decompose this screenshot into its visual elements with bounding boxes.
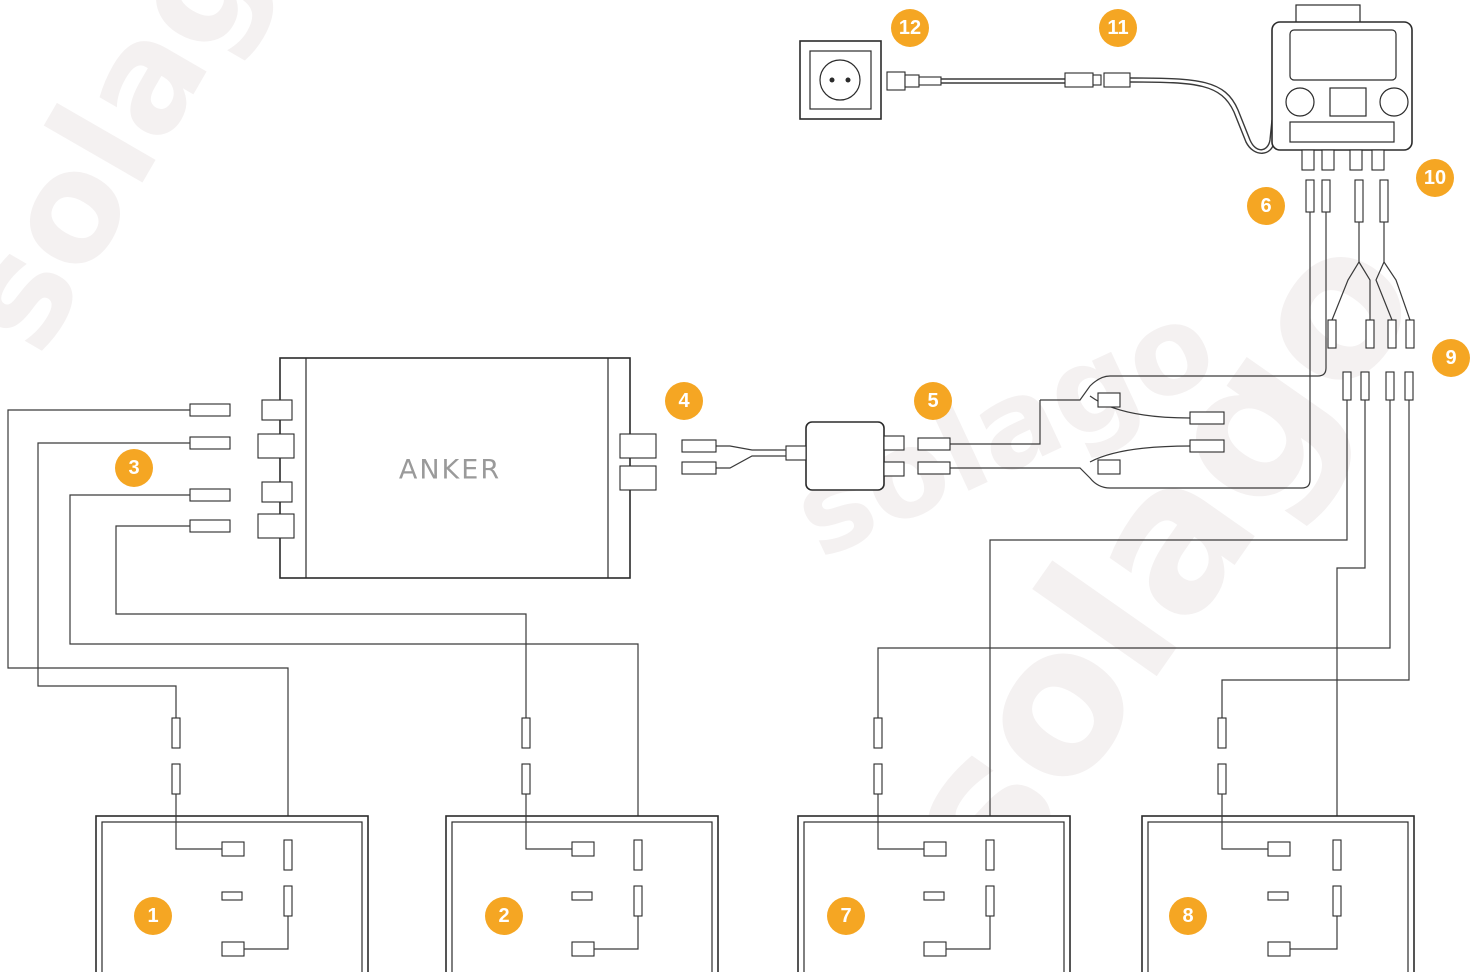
solar-panel-7 (797, 717, 1071, 972)
badge-label: 5 (927, 390, 938, 412)
y-splitters (917, 375, 1225, 489)
badge-8: 8 (1169, 897, 1207, 935)
badge-circle (1099, 9, 1137, 47)
badge-circle (1416, 159, 1454, 197)
badge-label: 8 (1182, 905, 1193, 927)
badge-10: 10 (1416, 159, 1454, 197)
badge-9: 9 (1432, 339, 1470, 377)
anker-battery: ANKER (257, 357, 657, 579)
badge-circle (665, 382, 703, 420)
badge-circle (134, 897, 172, 935)
badge-6: 6 (1247, 187, 1285, 225)
badge-3: 3 (115, 449, 153, 487)
badge-label: 7 (840, 905, 851, 927)
badge-label: 3 (128, 457, 139, 479)
badge-label: 12 (899, 17, 921, 39)
badge-label: 4 (678, 390, 690, 412)
inverter-dc-cables (1135, 179, 1415, 489)
badge-label: 1 (147, 905, 158, 927)
badge-7: 7 (827, 897, 865, 935)
watermark-text: solago (0, 0, 349, 378)
badge-circle (1169, 897, 1207, 935)
solar-panel-2 (445, 717, 719, 972)
badge-label: 2 (498, 905, 509, 927)
solar-panel-8 (1141, 717, 1415, 972)
badge-circle (1247, 187, 1285, 225)
badge-12: 12 (891, 9, 929, 47)
badge-label: 11 (1107, 17, 1128, 39)
microinverter (1271, 4, 1413, 171)
ac-plug-cable (886, 71, 1275, 154)
badge-label: 9 (1445, 347, 1456, 369)
badge-4: 4 (665, 382, 703, 420)
badge-2: 2 (485, 897, 523, 935)
wall-socket (799, 40, 882, 120)
brand-label: ANKER (399, 455, 501, 486)
badge-circle (485, 897, 523, 935)
badge-label: 6 (1260, 195, 1271, 217)
badge-circle (914, 382, 952, 420)
solar-panel-1 (95, 717, 369, 972)
badge-circle (891, 9, 929, 47)
splitter-box (681, 421, 905, 491)
badge-1: 1 (134, 897, 172, 935)
badge-circle (827, 897, 865, 935)
badge-5: 5 (914, 382, 952, 420)
badge-label: 10 (1424, 167, 1446, 189)
badge-circle (1432, 339, 1470, 377)
badge-circle (115, 449, 153, 487)
extension-leads (877, 371, 1414, 840)
badge-11: 11 (1099, 9, 1137, 47)
battery-pv-wiring (7, 403, 639, 840)
